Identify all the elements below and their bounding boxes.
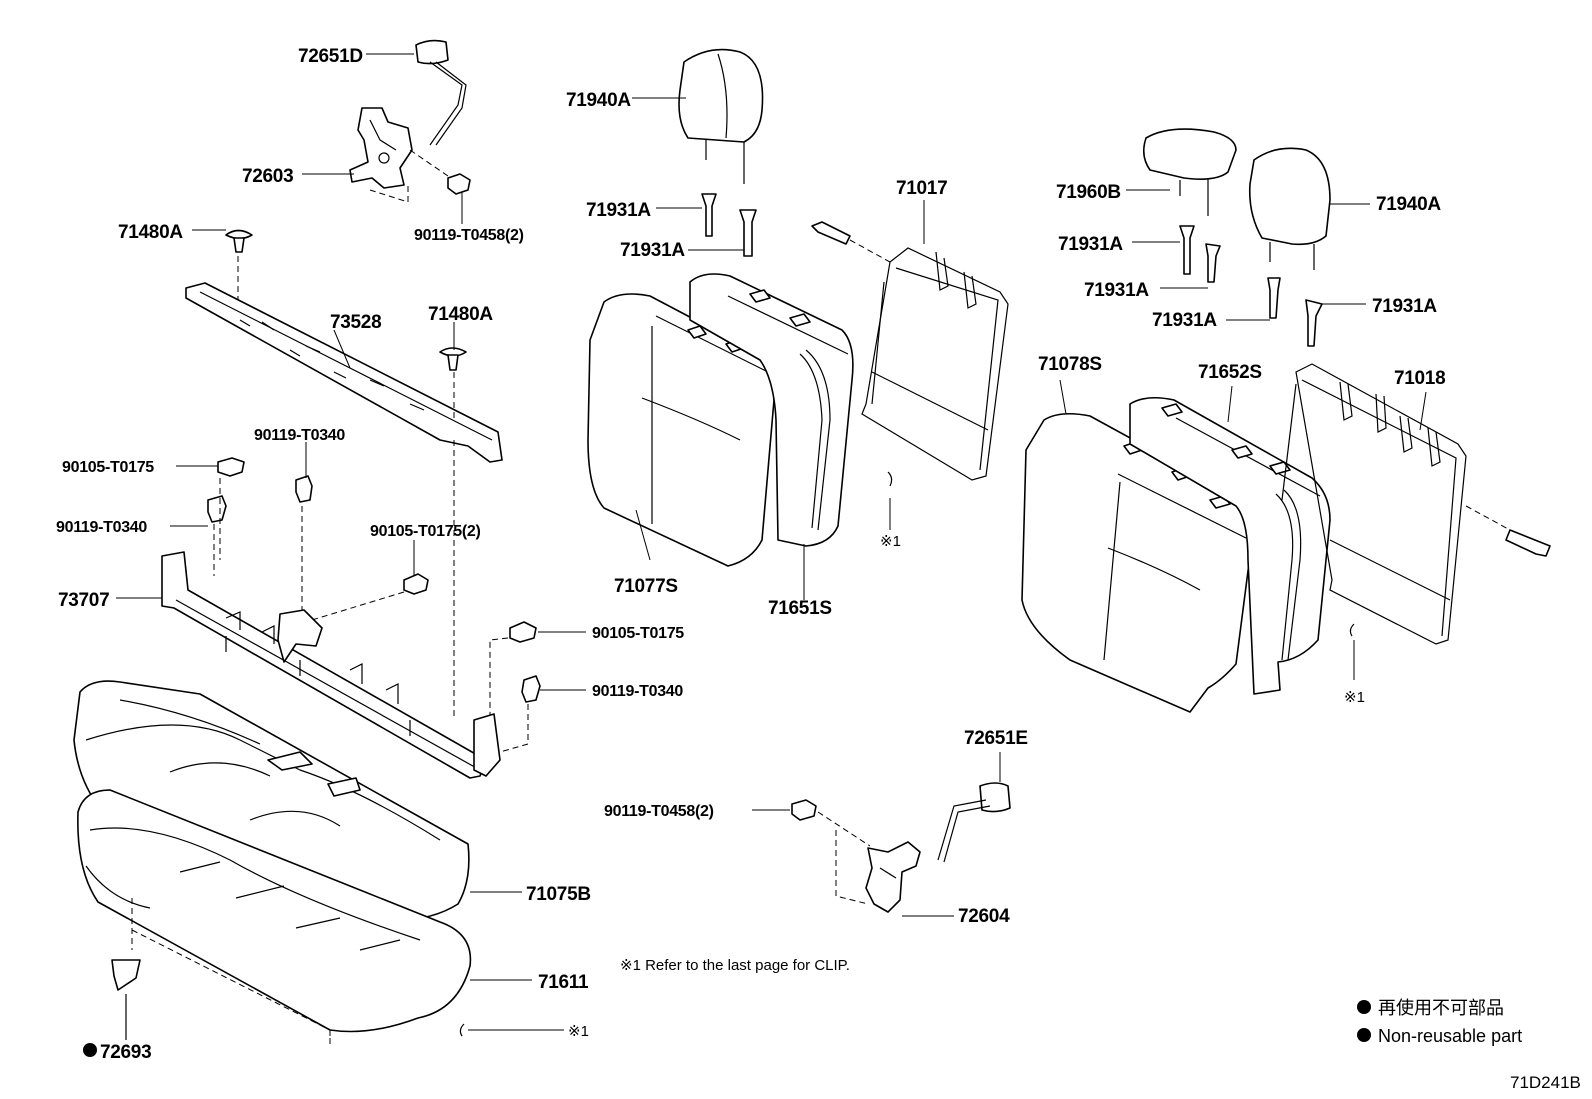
- seat-cushion-frame-73707: [161, 551, 501, 779]
- label-71931A-3: 71931A: [1058, 234, 1123, 255]
- part-number-labels: 72651D 72603 90119-T0458(2) 71480A 73528…: [56, 46, 1446, 1063]
- label-90119-T0340-b: 90119-T0340: [56, 519, 147, 536]
- headrest-support-72651D: [415, 39, 467, 146]
- seat-back-frame-71017: [811, 221, 1009, 487]
- leader-lines: [116, 53, 1427, 1031]
- label-71078S: 71078S: [1038, 354, 1102, 375]
- label-90105-T0175-a: 90105-T0175: [62, 459, 154, 476]
- clip-ref-c: ※1: [568, 1023, 589, 1040]
- label-71931A-1: 71931A: [586, 200, 651, 221]
- headrest-71940A-left: [678, 48, 764, 184]
- label-71940A-right: 71940A: [1376, 194, 1441, 215]
- headrest-support-bracket-72604: [865, 841, 921, 913]
- diagram-code: 71D241B: [1510, 1073, 1581, 1092]
- label-90119-T0340-a: 90119-T0340: [254, 427, 345, 444]
- label-73707: 73707: [58, 590, 109, 611]
- label-72604: 72604: [958, 906, 1010, 927]
- clip-ref-b: ※1: [1344, 689, 1365, 706]
- label-90119-T0458-bot: 90119-T0458(2): [604, 803, 714, 820]
- headrest-support-bracket-72603: [349, 107, 413, 189]
- label-72651D: 72651D: [298, 46, 363, 67]
- label-90105-T0175-2: 90105-T0175(2): [370, 523, 481, 540]
- clip-marks: [459, 623, 1355, 1037]
- label-72693: 72693: [100, 1042, 151, 1063]
- label-71077S: 71077S: [614, 576, 678, 597]
- clip-ref-a: ※1: [880, 533, 901, 550]
- bolts-seat-frame: [207, 457, 541, 753]
- label-71075B: 71075B: [526, 884, 591, 905]
- headrest-support-72651E: [937, 782, 1011, 863]
- clip-71480A-lower: [439, 347, 467, 720]
- label-71931A-5: 71931A: [1152, 310, 1217, 331]
- non-reusable-dot-72693: [83, 1043, 97, 1057]
- seat-back-frame-71018: [1281, 363, 1551, 645]
- headrest-71960B: [1142, 128, 1237, 216]
- legend: 再使用不可部品 Non-reusable part: [1357, 998, 1522, 1046]
- bolt-top-90119: [369, 149, 471, 203]
- label-90119-T0340-c: 90119-T0340: [592, 683, 683, 700]
- label-72603: 72603: [242, 166, 293, 187]
- label-71480A-upper: 71480A: [118, 222, 183, 243]
- label-72651E: 72651E: [964, 728, 1028, 749]
- clip-footnote: ※1 Refer to the last page for CLIP.: [620, 957, 850, 974]
- bolt-bottom-90119: [791, 799, 871, 905]
- legend-dot-jp: [1357, 1000, 1371, 1014]
- legend-text-en: Non-reusable part: [1378, 1026, 1522, 1046]
- label-71931A-6: 71931A: [1372, 296, 1437, 317]
- label-73528: 73528: [330, 312, 381, 333]
- clip-72693: [111, 959, 141, 1040]
- label-71651S: 71651S: [768, 598, 832, 619]
- label-71940A-left: 71940A: [566, 90, 631, 111]
- label-71931A-2: 71931A: [620, 240, 685, 261]
- legend-dot-en: [1357, 1028, 1371, 1042]
- label-71018: 71018: [1394, 368, 1445, 389]
- label-71931A-4: 71931A: [1084, 280, 1149, 301]
- headrest-71940A-right: [1248, 147, 1331, 270]
- label-71652S: 71652S: [1198, 362, 1262, 383]
- label-71960B: 71960B: [1056, 182, 1121, 203]
- seat-back-pad-71652S: [1129, 396, 1331, 695]
- label-90119-T0458-top: 90119-T0458(2): [414, 227, 524, 244]
- legend-text-jp: 再使用不可部品: [1378, 998, 1504, 1018]
- seat-back-support-73528: [185, 282, 503, 463]
- seat-cushion-cover-71075B: [73, 680, 470, 921]
- label-71611: 71611: [538, 972, 589, 993]
- label-71480A-lower: 71480A: [428, 304, 493, 325]
- seat-back-pad-71651S: [689, 273, 854, 547]
- clip-71480A-upper: [225, 229, 253, 300]
- headrest-guides-left: [701, 193, 757, 257]
- seat-cushion-pad-71611: [77, 789, 472, 1044]
- label-71017: 71017: [896, 178, 947, 199]
- label-90105-T0175-b: 90105-T0175: [592, 625, 684, 642]
